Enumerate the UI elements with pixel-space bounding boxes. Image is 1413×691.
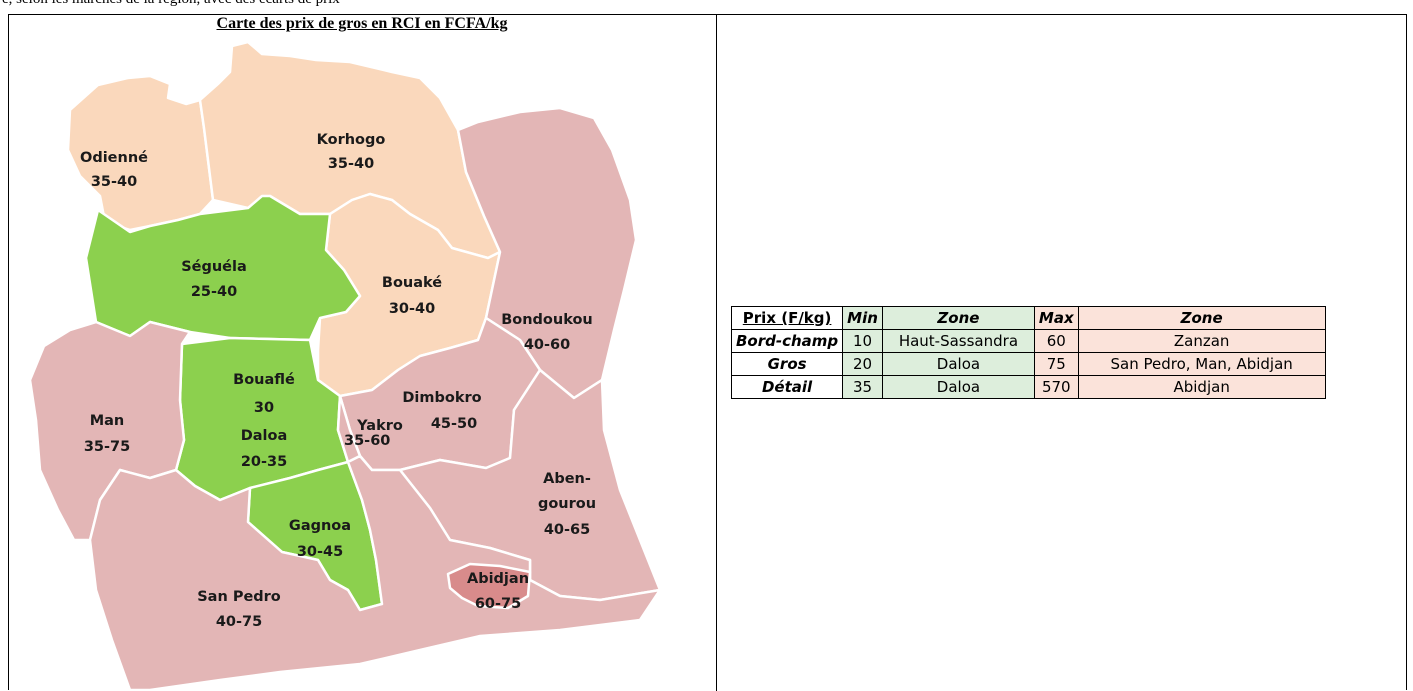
- min-zone: Daloa: [881, 375, 1035, 399]
- column-divider: [716, 14, 717, 691]
- region-name-gagnoa: Gagnoa: [289, 518, 351, 534]
- price-summary-table: Prix (F/kg) Min Zone Max Zone Bord-champ…: [730, 306, 1326, 399]
- table-header-row: Prix (F/kg) Min Zone Max Zone: [730, 306, 1326, 330]
- region-price-bouake: 30-40: [389, 301, 435, 317]
- min-value: 20: [842, 352, 883, 376]
- table-row: Bord-champ 10 Haut-Sassandra 60 Zanzan: [730, 329, 1326, 353]
- row-label: Détail: [730, 375, 844, 399]
- header-min: Min: [842, 306, 883, 330]
- region-name-odienne: Odienné: [80, 150, 148, 166]
- region-name-abengourou: Aben-: [543, 471, 591, 487]
- region-san-pedro: [88, 454, 662, 691]
- table-row: Gros 20 Daloa 75 San Pedro, Man, Abidjan: [730, 352, 1326, 376]
- max-value: 60: [1033, 329, 1079, 353]
- region-name-bouake: Bouaké: [382, 275, 442, 291]
- min-zone: Daloa: [881, 352, 1035, 376]
- region-name-abengourou: gourou: [538, 496, 596, 512]
- region-price-bouafle: 30: [254, 400, 274, 416]
- region-price-man: 35-75: [84, 439, 130, 455]
- max-zone: Zanzan: [1077, 329, 1326, 353]
- min-value: 35: [842, 375, 883, 399]
- row-label: Bord-champ: [730, 329, 844, 353]
- min-value: 10: [842, 329, 883, 353]
- region-name-daloa: Daloa: [241, 428, 288, 444]
- region-name-bondoukou: Bondoukou: [501, 312, 593, 328]
- region-price-gagnoa: 30-45: [297, 544, 343, 560]
- region-bondoukou: [456, 106, 638, 400]
- row-label: Gros: [730, 352, 844, 376]
- region-name-yakro: Yakro: [356, 418, 403, 434]
- max-value: 75: [1033, 352, 1079, 376]
- header-max-zone: Zone: [1077, 306, 1326, 330]
- region-price-bondoukou: 40-60: [524, 337, 570, 353]
- region-price-seguela: 25-40: [191, 284, 237, 300]
- header-max: Max: [1033, 306, 1079, 330]
- region-price-daloa: 20-35: [241, 454, 287, 470]
- region-price-korhogo: 35-40: [328, 156, 374, 172]
- region-price-dimbokro: 45-50: [431, 416, 477, 432]
- region-name-dimbokro: Dimbokro: [402, 390, 481, 406]
- region-name-bouafle: Bouaflé: [233, 372, 295, 388]
- cropped-header-text: e, selon les marchés de la région, avec …: [0, 0, 1413, 16]
- max-zone: San Pedro, Man, Abidjan: [1077, 352, 1326, 376]
- region-name-san-pedro: San Pedro: [197, 589, 281, 605]
- region-price-yakro: 35-60: [344, 433, 390, 449]
- region-price-san-pedro: 40-75: [216, 614, 262, 630]
- region-abidjan: [446, 562, 532, 610]
- region-name-seguela: Séguéla: [181, 259, 247, 275]
- region-price-abidjan: 60-75: [475, 596, 521, 612]
- region-name-man: Man: [90, 413, 125, 429]
- header-min-zone: Zone: [881, 306, 1035, 330]
- cropped-header-line: e, selon les marchés de la région, avec …: [2, 0, 340, 8]
- layout-frame: [8, 14, 1407, 690]
- min-zone: Haut-Sassandra: [881, 329, 1035, 353]
- map-title: Carte des prix de gros en RCI en FCFA/kg: [216, 15, 508, 32]
- max-zone: Abidjan: [1077, 375, 1326, 399]
- max-value: 570: [1033, 375, 1079, 399]
- table-row: Détail 35 Daloa 570 Abidjan: [730, 375, 1326, 399]
- region-price-odienne: 35-40: [91, 174, 137, 190]
- header-prix: Prix (F/kg): [730, 306, 844, 330]
- region-name-abidjan: Abidjan: [467, 571, 529, 587]
- region-name-korhogo: Korhogo: [317, 132, 386, 148]
- region-price-abengourou: 40-65: [544, 522, 590, 538]
